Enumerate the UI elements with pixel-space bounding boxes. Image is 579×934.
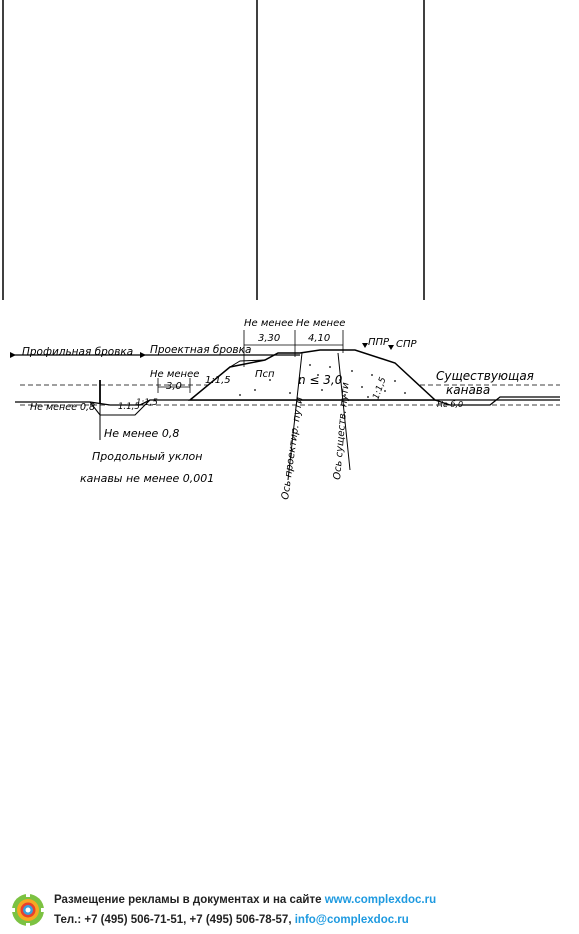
longitudinal-slope-line1: Продольный уклон — [92, 450, 202, 463]
profile-edge-label: Профильная бровка — [22, 346, 133, 358]
table-frame — [2, 0, 425, 300]
longitudinal-slope-line2: канавы не менее 0,001 — [80, 472, 214, 485]
existing-axis-line — [337, 352, 351, 471]
min-3-0-value: 3,0 — [166, 381, 182, 392]
slope-left-2-label: 1:1,5 — [136, 398, 158, 408]
slope-1-15-label: 1:1,5 — [205, 375, 231, 386]
right-note-label: Не б,0 — [437, 400, 463, 409]
existing-ditch-label-1: Существующая — [436, 369, 534, 383]
email-link[interactable]: info@complexdoc.ru — [294, 914, 409, 926]
min-3-30-label: Не менее — [244, 318, 293, 329]
left-ditch — [89, 399, 151, 416]
min-3-0-label: Не менее — [150, 369, 199, 380]
design-axis-label: Ось проектир. пути — [280, 396, 305, 500]
phones-text: Тел.: +7 (495) 506-71-51, +7 (495) 506-7… — [54, 914, 295, 926]
existing-ditch-label-2: канава — [446, 383, 490, 397]
embankment — [187, 349, 437, 401]
n-value-label: n ≤ 3,0 — [298, 373, 343, 387]
slope-left-1-label: 1:1,5 — [118, 402, 140, 412]
footer-ad: Размещение рекламы в документах и на сай… — [0, 884, 579, 934]
ppr-label: ППР — [368, 337, 390, 348]
min-4-10-value: 4,10 — [308, 333, 330, 344]
min-0-8-below-label: Не менее 0,8 — [104, 427, 179, 440]
ballast-hatching — [239, 364, 406, 398]
ad-line: Размещение рекламы в документах и на сай… — [54, 894, 436, 906]
cross-section-drawing: Профильная бровка Проектная бровка Не ме… — [10, 318, 560, 500]
site-link[interactable]: www.complexdoc.ru — [324, 894, 437, 906]
spr-label: СПР — [396, 339, 418, 350]
contact-line: Тел.: +7 (495) 506-71-51, +7 (495) 506-7… — [54, 914, 409, 926]
min-3-30-value: 3,30 — [258, 333, 280, 344]
complexdoc-logo-icon — [10, 892, 46, 928]
existing-ditch — [434, 396, 560, 406]
psp-label: Псп — [255, 369, 275, 380]
min-0-8-left-label: Не менее 0,8 — [30, 402, 95, 413]
ad-text: Размещение рекламы в документах и на сай… — [54, 894, 325, 906]
design-axis-line — [287, 352, 303, 481]
min-4-10-label: Не менее — [296, 318, 345, 329]
design-edge-label: Проектная бровка — [150, 344, 251, 356]
